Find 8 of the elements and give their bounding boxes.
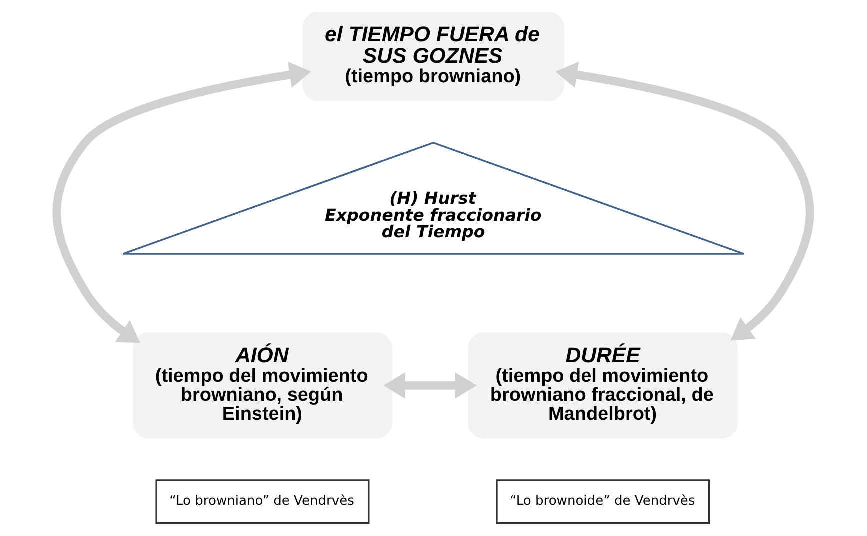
arrow	[52, 62, 312, 344]
arrow	[556, 62, 814, 341]
node-box: AIÓN (tiempo del movimiento browniano, según Einstein)	[133, 332, 392, 439]
node-box: el TIEMPO FUERA de SUS GOZNES (tiempo browniano)	[302, 12, 564, 102]
node-box: “Lo brownoide” de Vendrvès	[496, 480, 710, 524]
node-box: DURÉE (tiempo del movimiento browniano fraccional, de Mandelbrot)	[468, 332, 738, 439]
node-box: “Lo browniano” de Vendrvès	[156, 480, 370, 524]
arrow	[384, 372, 477, 399]
